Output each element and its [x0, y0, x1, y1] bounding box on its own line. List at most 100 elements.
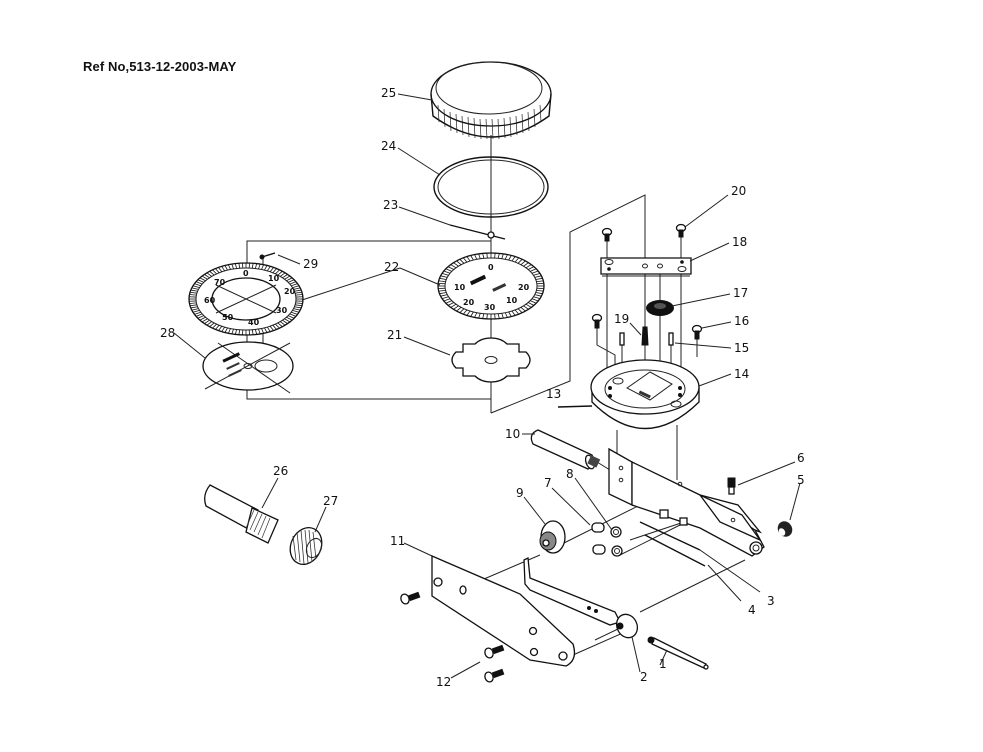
callout-18[interactable]: 18 — [732, 235, 747, 249]
callout-4[interactable]: 4 — [748, 603, 756, 617]
part-1-stylus[interactable] — [647, 636, 709, 670]
part-27-knurled-nut[interactable] — [284, 522, 327, 569]
callout-29[interactable]: 29 — [303, 257, 318, 271]
dial-tick — [279, 272, 286, 277]
dial-tick — [453, 262, 459, 267]
dial-tick — [194, 283, 201, 287]
part-15-pins[interactable] — [619, 332, 674, 346]
part-18-top-plate[interactable] — [600, 257, 692, 277]
callout-9[interactable]: 9 — [516, 486, 524, 500]
part-4-rod[interactable] — [644, 534, 706, 567]
part-25-bezel[interactable] — [430, 61, 552, 140]
callout-22[interactable]: 22 — [384, 260, 399, 274]
main-frame[interactable] — [608, 447, 765, 557]
callout-13[interactable]: 13 — [546, 387, 561, 401]
dial-tick — [291, 311, 298, 315]
part-22-outer-dial[interactable]: 0 10 20 30 40 50 60 70 — [188, 262, 304, 336]
callout-21[interactable]: 21 — [387, 328, 402, 342]
callout-20[interactable]: 20 — [731, 184, 746, 198]
dial-tick — [272, 268, 277, 274]
callout-19[interactable]: 19 — [614, 312, 629, 326]
dial-tick — [501, 313, 504, 319]
callout-28[interactable]: 28 — [160, 326, 175, 340]
part-28-back-plate[interactable] — [202, 341, 294, 394]
callout-3[interactable]: 3 — [767, 594, 775, 608]
part-8-bushings[interactable] — [610, 526, 623, 557]
dial-tick — [221, 266, 226, 272]
dial-tick — [293, 308, 301, 311]
dial-tick — [201, 275, 208, 280]
part-12-screws[interactable] — [400, 591, 505, 683]
part-2-collar[interactable] — [613, 611, 641, 641]
callout-15[interactable]: 15 — [734, 341, 749, 355]
callout-7[interactable]: 7 — [544, 476, 552, 490]
dial-tick — [269, 267, 274, 273]
dial-tick — [525, 264, 532, 269]
dial-tick — [447, 302, 454, 306]
part-17-gear[interactable] — [646, 300, 674, 316]
part-9-gear-hub[interactable] — [539, 520, 566, 554]
dial-tick — [523, 262, 529, 267]
part-3-rod[interactable] — [639, 521, 701, 551]
part-24-ring[interactable] — [433, 156, 549, 218]
callout-17[interactable]: 17 — [733, 286, 748, 300]
part-14-body-ring[interactable] — [590, 359, 700, 430]
part-13-pin[interactable] — [557, 405, 593, 408]
callout-16[interactable]: 16 — [734, 314, 749, 328]
callout-5[interactable]: 5 — [797, 473, 805, 487]
part-29-pin[interactable] — [259, 252, 276, 260]
part-5-nut[interactable] — [775, 519, 795, 540]
dial-tick — [224, 265, 228, 271]
part-16-screw[interactable] — [691, 324, 703, 340]
callout-1[interactable]: 1 — [659, 657, 667, 671]
callout-14[interactable]: 14 — [734, 367, 749, 381]
part-22-dial-face[interactable]: 0 10 20 30 20 10 — [437, 252, 545, 320]
dial-tick — [234, 263, 238, 269]
part-20-screws[interactable] — [601, 223, 687, 242]
callout-25[interactable]: 25 — [381, 86, 396, 100]
dial-tick — [456, 306, 462, 312]
dial-tick — [501, 253, 504, 259]
dial-tick — [520, 306, 526, 312]
part-23-pointer[interactable] — [449, 224, 506, 240]
part-16-screw-left[interactable] — [591, 313, 603, 329]
dial-tick — [533, 296, 541, 300]
dial-tick — [478, 313, 481, 319]
dial-tick — [511, 310, 516, 316]
callout-27[interactable]: 27 — [323, 494, 338, 508]
callout-11[interactable]: 11 — [390, 534, 405, 548]
dial-tick — [195, 281, 203, 285]
dial-tick — [199, 277, 206, 282]
dial-tick — [195, 313, 203, 317]
dial-tick — [218, 325, 223, 331]
dial-tick — [272, 324, 277, 330]
callout-6[interactable]: 6 — [797, 451, 805, 465]
callout-23[interactable]: 23 — [383, 198, 398, 212]
part-21-plate[interactable] — [451, 337, 531, 383]
dial-tick — [514, 309, 519, 315]
dial-tick — [269, 325, 274, 331]
callout-10[interactable]: 10 — [505, 427, 520, 441]
callout-26[interactable]: 26 — [273, 464, 288, 478]
part-10-cylinder[interactable] — [530, 429, 601, 470]
callout-12[interactable]: 12 — [436, 675, 451, 689]
reference-number: Ref No,513-12-2003-MAY — [83, 59, 237, 74]
part-19-contact[interactable] — [641, 326, 649, 346]
part-26-shaft[interactable] — [204, 484, 279, 544]
dial-tick — [258, 263, 261, 270]
dial-tick — [261, 264, 264, 270]
dial-tick — [292, 285, 300, 288]
part-6-setscrew[interactable] — [727, 477, 736, 495]
callout-8[interactable]: 8 — [566, 467, 574, 481]
dial-tick — [531, 298, 539, 302]
part-7-bushings[interactable] — [591, 522, 606, 555]
dial-tick — [286, 316, 293, 321]
part-11-bracket[interactable] — [431, 555, 576, 667]
dial-tick — [534, 294, 542, 297]
dial-tick — [517, 308, 523, 313]
callout-2[interactable]: 2 — [640, 670, 648, 684]
dial-tick — [439, 277, 447, 280]
dial-tick — [191, 287, 199, 290]
dial-tick — [189, 294, 197, 296]
callout-24[interactable]: 24 — [381, 139, 396, 153]
